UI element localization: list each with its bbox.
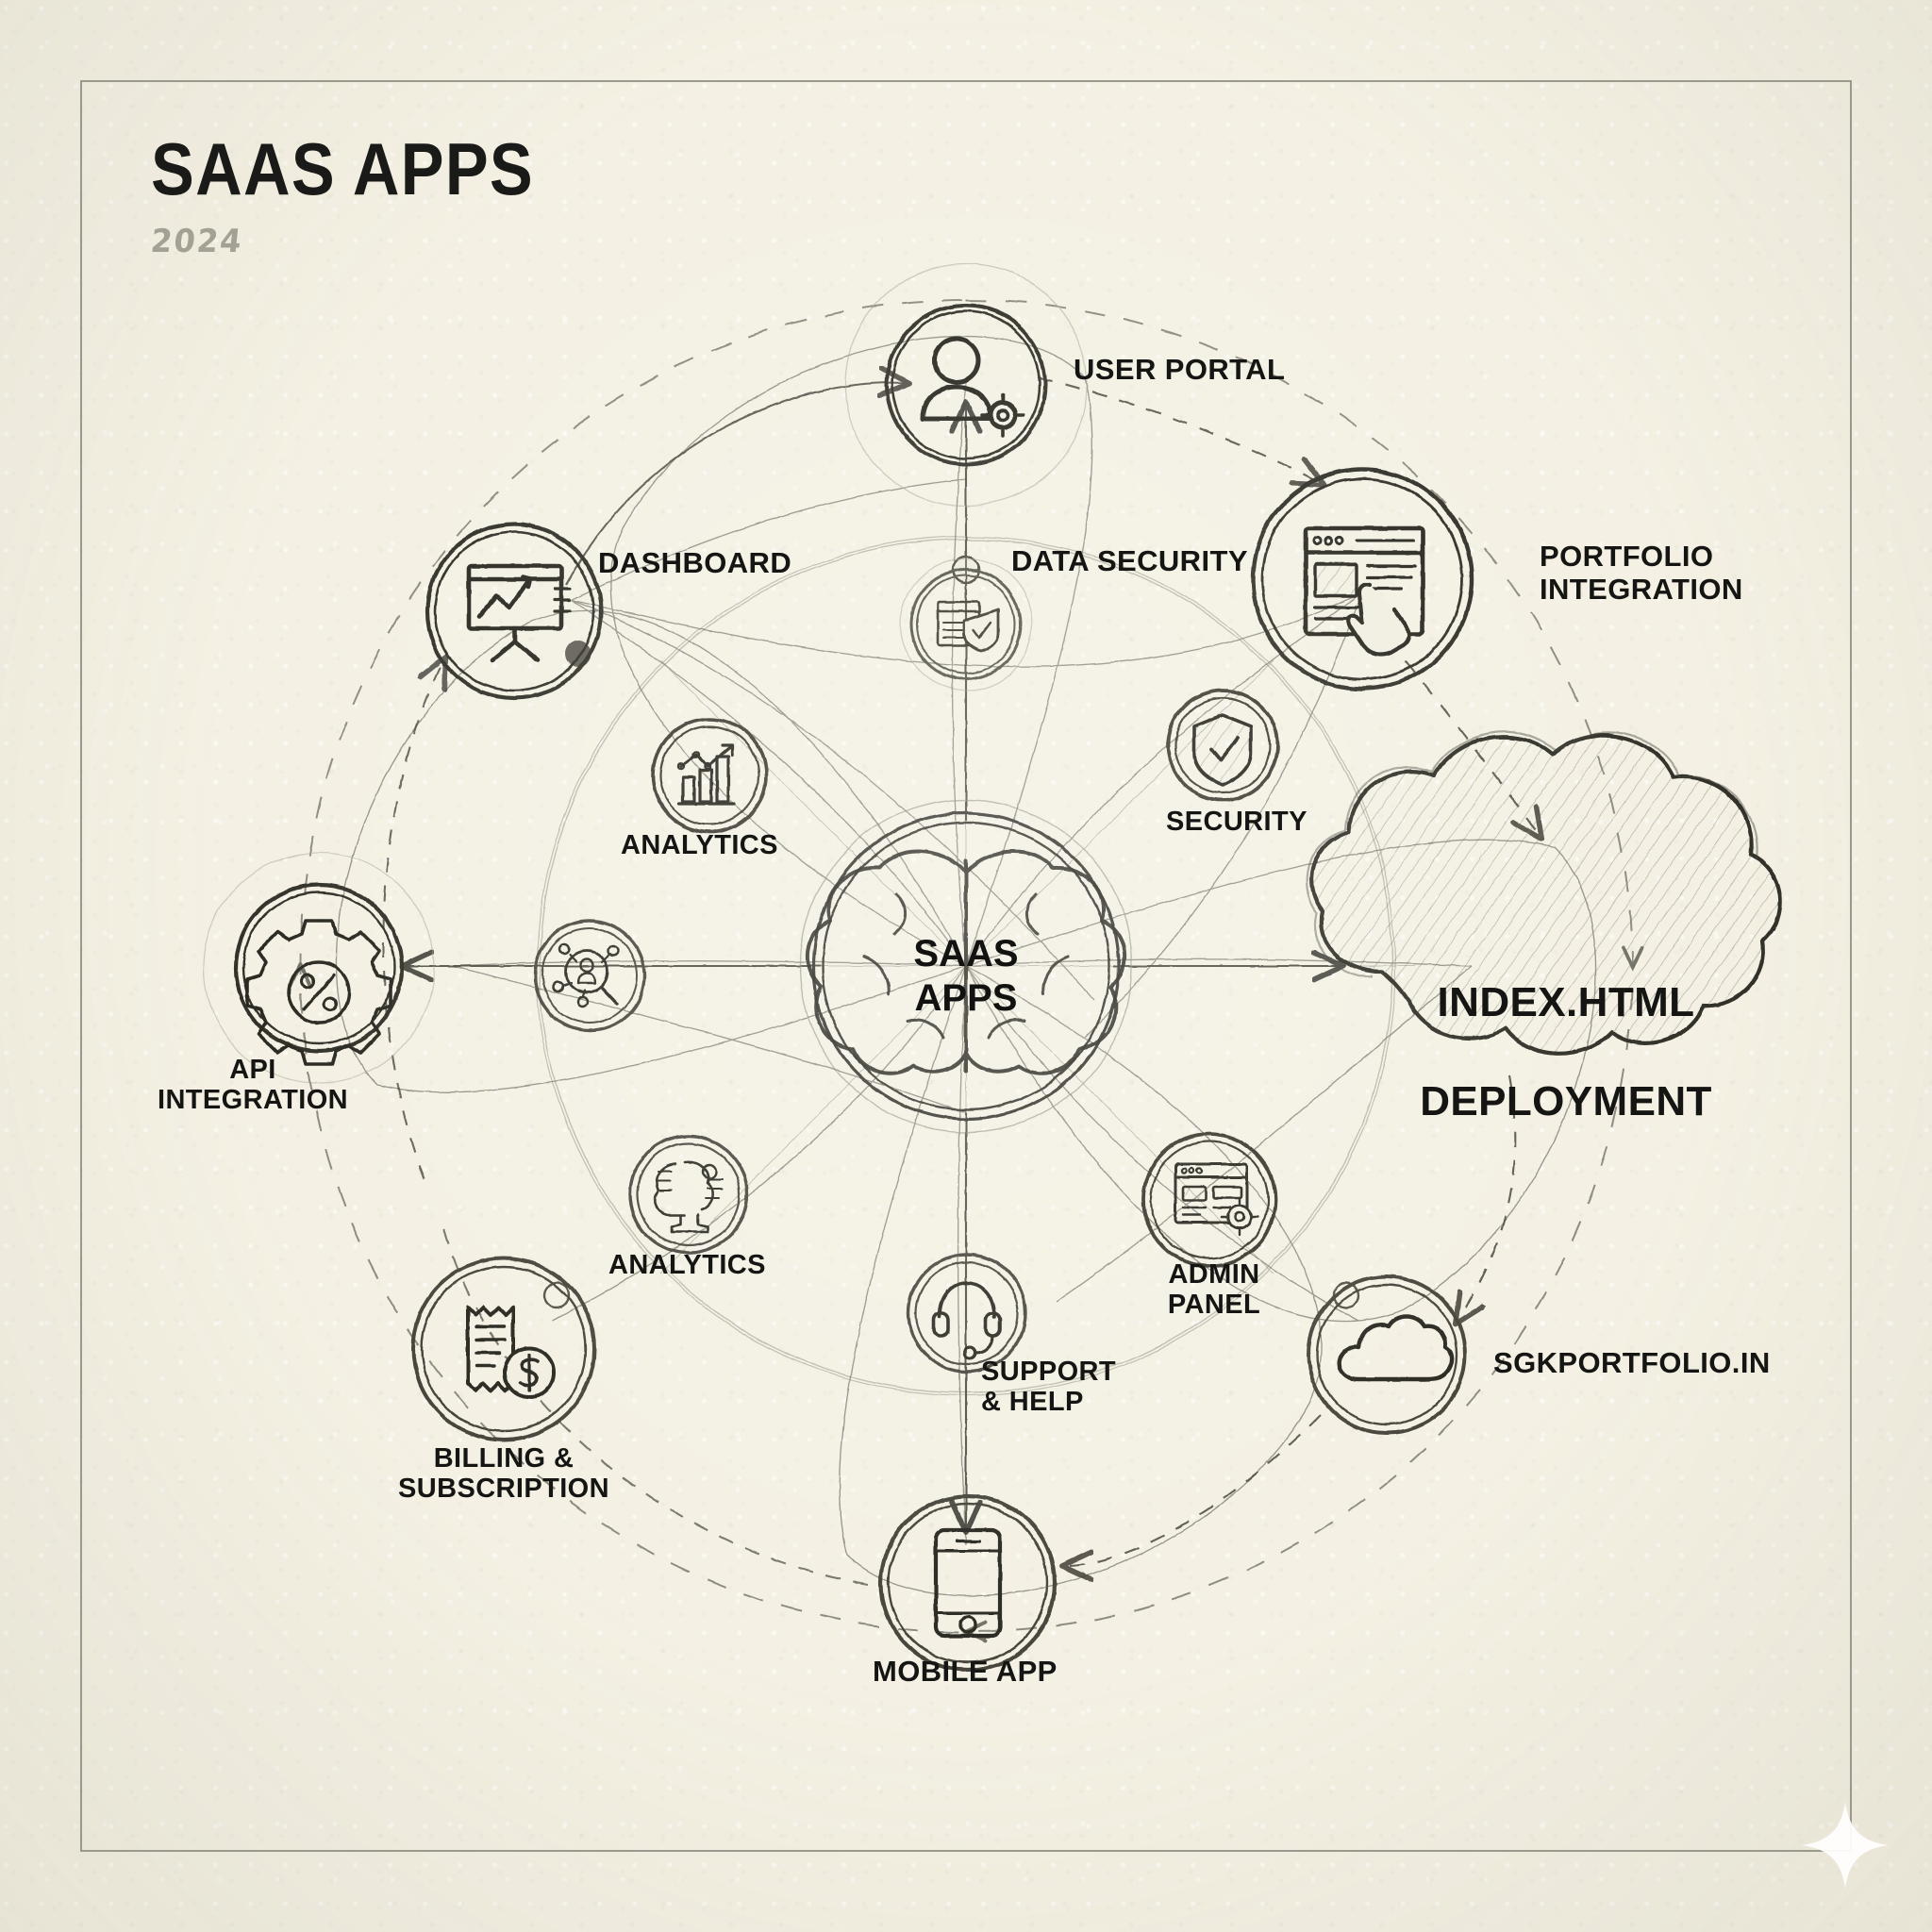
user-gear-icon bbox=[920, 336, 1025, 438]
admin-dashboard-gear-icon bbox=[1174, 1162, 1259, 1237]
junction-dots bbox=[542, 555, 1360, 1309]
node-user-network[interactable] bbox=[533, 919, 646, 1032]
node-mobile-app[interactable] bbox=[878, 1493, 1058, 1673]
node-analytics-top[interactable] bbox=[651, 717, 768, 834]
document-shield-icon bbox=[936, 600, 1000, 653]
node-portfolio-integration[interactable] bbox=[1250, 467, 1474, 691]
ai-brain-gear-icon bbox=[654, 1160, 724, 1234]
node-security[interactable] bbox=[1166, 689, 1279, 802]
headset-icon bbox=[932, 1281, 1002, 1360]
node-api-integration[interactable] bbox=[203, 852, 435, 1084]
gear-percent-icon bbox=[245, 919, 392, 1066]
four-point-star-icon bbox=[1801, 1801, 1890, 1890]
node-admin-panel[interactable] bbox=[1141, 1132, 1277, 1268]
bar-chart-arrow-icon bbox=[676, 743, 736, 806]
node-dashboard[interactable] bbox=[425, 522, 604, 701]
user-network-search-icon bbox=[552, 942, 620, 1008]
brain-icon bbox=[805, 849, 1127, 1075]
smartphone-icon bbox=[933, 1527, 1003, 1639]
cloud-node-index-html-deployment[interactable] bbox=[1305, 730, 1783, 1056]
node-data-security[interactable] bbox=[899, 558, 1033, 691]
node-user-portal[interactable] bbox=[844, 263, 1088, 507]
title-block: SAAS APPS 2024 bbox=[148, 127, 586, 260]
node-support-help[interactable] bbox=[907, 1253, 1027, 1374]
browser-cursor-icon bbox=[1303, 525, 1425, 658]
receipt-dollar-icon bbox=[466, 1306, 556, 1399]
node-billing-subscription[interactable] bbox=[411, 1257, 596, 1441]
node-sgkportfolio[interactable] bbox=[1307, 1274, 1467, 1435]
presentation-chart-icon bbox=[466, 563, 572, 663]
cloud-icon bbox=[1337, 1314, 1455, 1382]
shield-check-icon bbox=[1192, 713, 1253, 787]
center-node-saas-apps[interactable] bbox=[799, 799, 1133, 1133]
node-analytics-bottom[interactable] bbox=[628, 1134, 749, 1255]
page-title: SAAS APPS bbox=[151, 127, 535, 210]
page-year: 2024 bbox=[148, 223, 245, 260]
